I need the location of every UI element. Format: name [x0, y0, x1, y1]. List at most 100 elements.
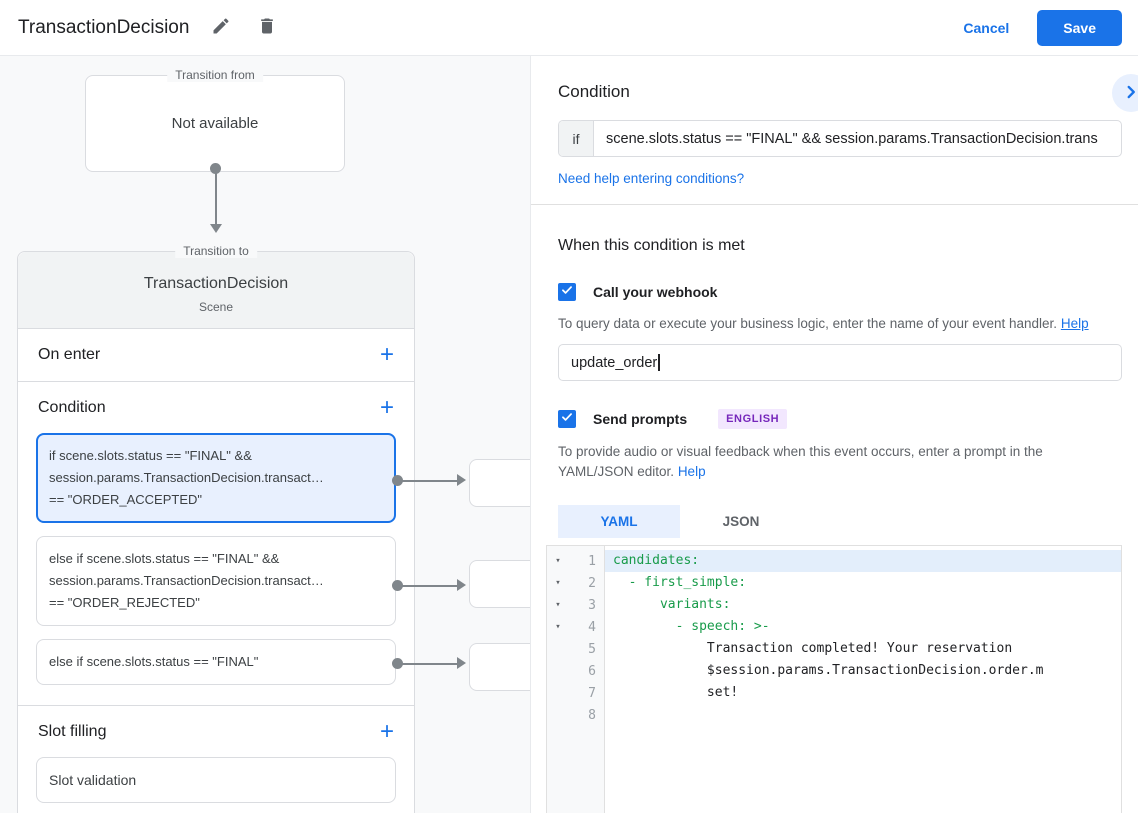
checkmark-icon [560, 283, 574, 302]
destination-box[interactable] [469, 560, 530, 608]
fold-caret-icon[interactable]: ▾ [555, 578, 561, 588]
condition-text: == "ORDER_ACCEPTED" [49, 492, 202, 507]
code-line: candidates: [605, 550, 1121, 572]
connector-line [397, 480, 457, 482]
prompts-help-link[interactable]: Help [677, 464, 706, 479]
edit-title-button[interactable] [207, 12, 235, 43]
cancel-button[interactable]: Cancel [963, 19, 1010, 36]
webhook-help-link[interactable]: Help [1060, 316, 1089, 331]
slot-filling-label: Slot filling [38, 723, 107, 740]
webhook-label: Call your webhook [593, 284, 718, 300]
line-number: 4 [588, 619, 596, 635]
destination-box[interactable] [469, 459, 530, 507]
trash-icon [257, 16, 277, 39]
collapse-panel-button[interactable] [1112, 74, 1138, 112]
line-number: 3 [588, 597, 596, 613]
add-slot-icon[interactable]: + [379, 718, 394, 745]
condition-text: else if scene.slots.status == "FINAL" && [49, 551, 280, 566]
condition-text: == "ORDER_REJECTED" [49, 595, 200, 610]
top-bar: TransactionDecision Cancel Save [0, 0, 1138, 56]
webhook-description-text: To query data or execute your business l… [558, 316, 1058, 331]
language-badge: ENGLISH [718, 409, 788, 429]
condition-section: Condition + if scene.slots.status == "FI… [18, 382, 414, 706]
page-title: TransactionDecision [18, 16, 190, 38]
prompts-description: To provide audio or visual feedback when… [558, 442, 1118, 482]
condition-card-accepted[interactable]: if scene.slots.status == "FINAL" && sess… [36, 433, 396, 523]
slot-validation-card[interactable]: Slot validation [36, 757, 396, 803]
event-handler-value: update_order [571, 354, 658, 371]
condition-editor-panel: Condition if scene.slots.status == "FINA… [531, 56, 1138, 813]
add-on-enter-icon[interactable]: + [379, 341, 394, 368]
divider [531, 204, 1138, 205]
connector-line [214, 168, 217, 226]
code-line [605, 704, 1121, 726]
scene-card-header[interactable]: TransactionDecision Scene [18, 252, 414, 329]
transition-to-label: Transition to [175, 244, 257, 258]
connector-line [397, 663, 457, 665]
scene-card: Transition to TransactionDecision Scene … [17, 244, 415, 813]
condition-expression-value[interactable]: scene.slots.status == "FINAL" && session… [606, 130, 1098, 147]
event-handler-input[interactable]: update_order [558, 344, 1122, 381]
fold-caret-icon[interactable]: ▾ [555, 622, 561, 632]
scene-type: Scene [198, 300, 234, 314]
scene-flow-canvas: Transition from Not available Transition… [0, 56, 531, 813]
checkmark-icon [560, 410, 574, 429]
line-number: 7 [588, 685, 596, 701]
code-area[interactable]: candidates: - first_simple: variants: - … [605, 546, 1121, 813]
destination-box[interactable] [469, 643, 530, 691]
tab-yaml[interactable]: YAML [558, 505, 680, 538]
condition-card-rejected[interactable]: else if scene.slots.status == "FINAL" &&… [36, 536, 396, 626]
on-enter-label: On enter [38, 346, 101, 363]
fold-caret-icon[interactable]: ▾ [555, 600, 561, 610]
add-condition-icon[interactable]: + [379, 394, 394, 421]
arrow-right-icon [457, 474, 466, 486]
line-number: 5 [588, 641, 596, 657]
condition-text: session.params.TransactionDecision.trans… [49, 470, 324, 485]
save-button[interactable]: Save [1037, 9, 1122, 46]
scene-name: TransactionDecision [143, 275, 289, 292]
when-met-heading: When this condition is met [558, 237, 745, 254]
code-line: - speech: >- [613, 619, 770, 634]
arrow-right-icon [457, 657, 466, 669]
pencil-icon [211, 16, 231, 39]
delete-scene-button[interactable] [253, 12, 281, 43]
prompts-description-text: To provide audio or visual feedback when… [558, 444, 1043, 479]
transition-from-label: Transition from [167, 68, 263, 82]
condition-text: else if scene.slots.status == "FINAL" [49, 654, 259, 669]
code-line: variants: [613, 597, 731, 612]
code-line: $session.params.TransactionDecision.orde… [613, 663, 1044, 678]
chevron-right-icon [1120, 81, 1138, 106]
code-line: - first_simple: [613, 575, 747, 590]
connector-line [397, 585, 457, 587]
editor-gutter: ▾ 1 ▾ 2 ▾ 3 ▾ 4 5 6 7 8 [547, 546, 605, 813]
condition-card-final[interactable]: else if scene.slots.status == "FINAL" [36, 639, 396, 685]
code-line: set! [613, 685, 739, 700]
slot-filling-section: Slot filling + Slot validation [18, 706, 414, 813]
on-enter-section: On enter + [18, 329, 414, 382]
send-prompts-label: Send prompts [593, 411, 688, 427]
condition-text: if scene.slots.status == "FINAL" && [49, 448, 252, 463]
transition-from-box: Transition from Not available [85, 68, 345, 172]
condition-section-label: Condition [38, 399, 106, 416]
line-number: 1 [588, 553, 596, 569]
yaml-code-editor[interactable]: ▾ 1 ▾ 2 ▾ 3 ▾ 4 5 6 7 8 candidates: - first_… [546, 545, 1122, 813]
tab-json[interactable]: JSON [722, 514, 760, 529]
editor-format-tabs: YAML JSON [558, 505, 1122, 538]
arrow-right-icon [457, 579, 466, 591]
line-number: 2 [588, 575, 596, 591]
condition-expression-field[interactable]: if scene.slots.status == "FINAL" && sess… [558, 120, 1122, 157]
code-line: Transaction completed! Your reservation [613, 641, 1013, 656]
webhook-checkbox[interactable] [558, 283, 576, 301]
send-prompts-checkbox[interactable] [558, 410, 576, 428]
condition-text: session.params.TransactionDecision.trans… [49, 573, 324, 588]
line-number: 6 [588, 663, 596, 679]
arrow-down-icon [209, 224, 222, 233]
webhook-description: To query data or execute your business l… [558, 314, 1118, 334]
transition-from-value: Not available [171, 115, 259, 132]
fold-caret-icon[interactable]: ▾ [555, 556, 561, 566]
if-prefix: if [559, 121, 594, 156]
line-number: 8 [588, 707, 596, 723]
condition-help-link[interactable]: Need help entering conditions? [558, 171, 745, 186]
panel-title: Condition [558, 82, 630, 101]
text-cursor [658, 354, 660, 371]
